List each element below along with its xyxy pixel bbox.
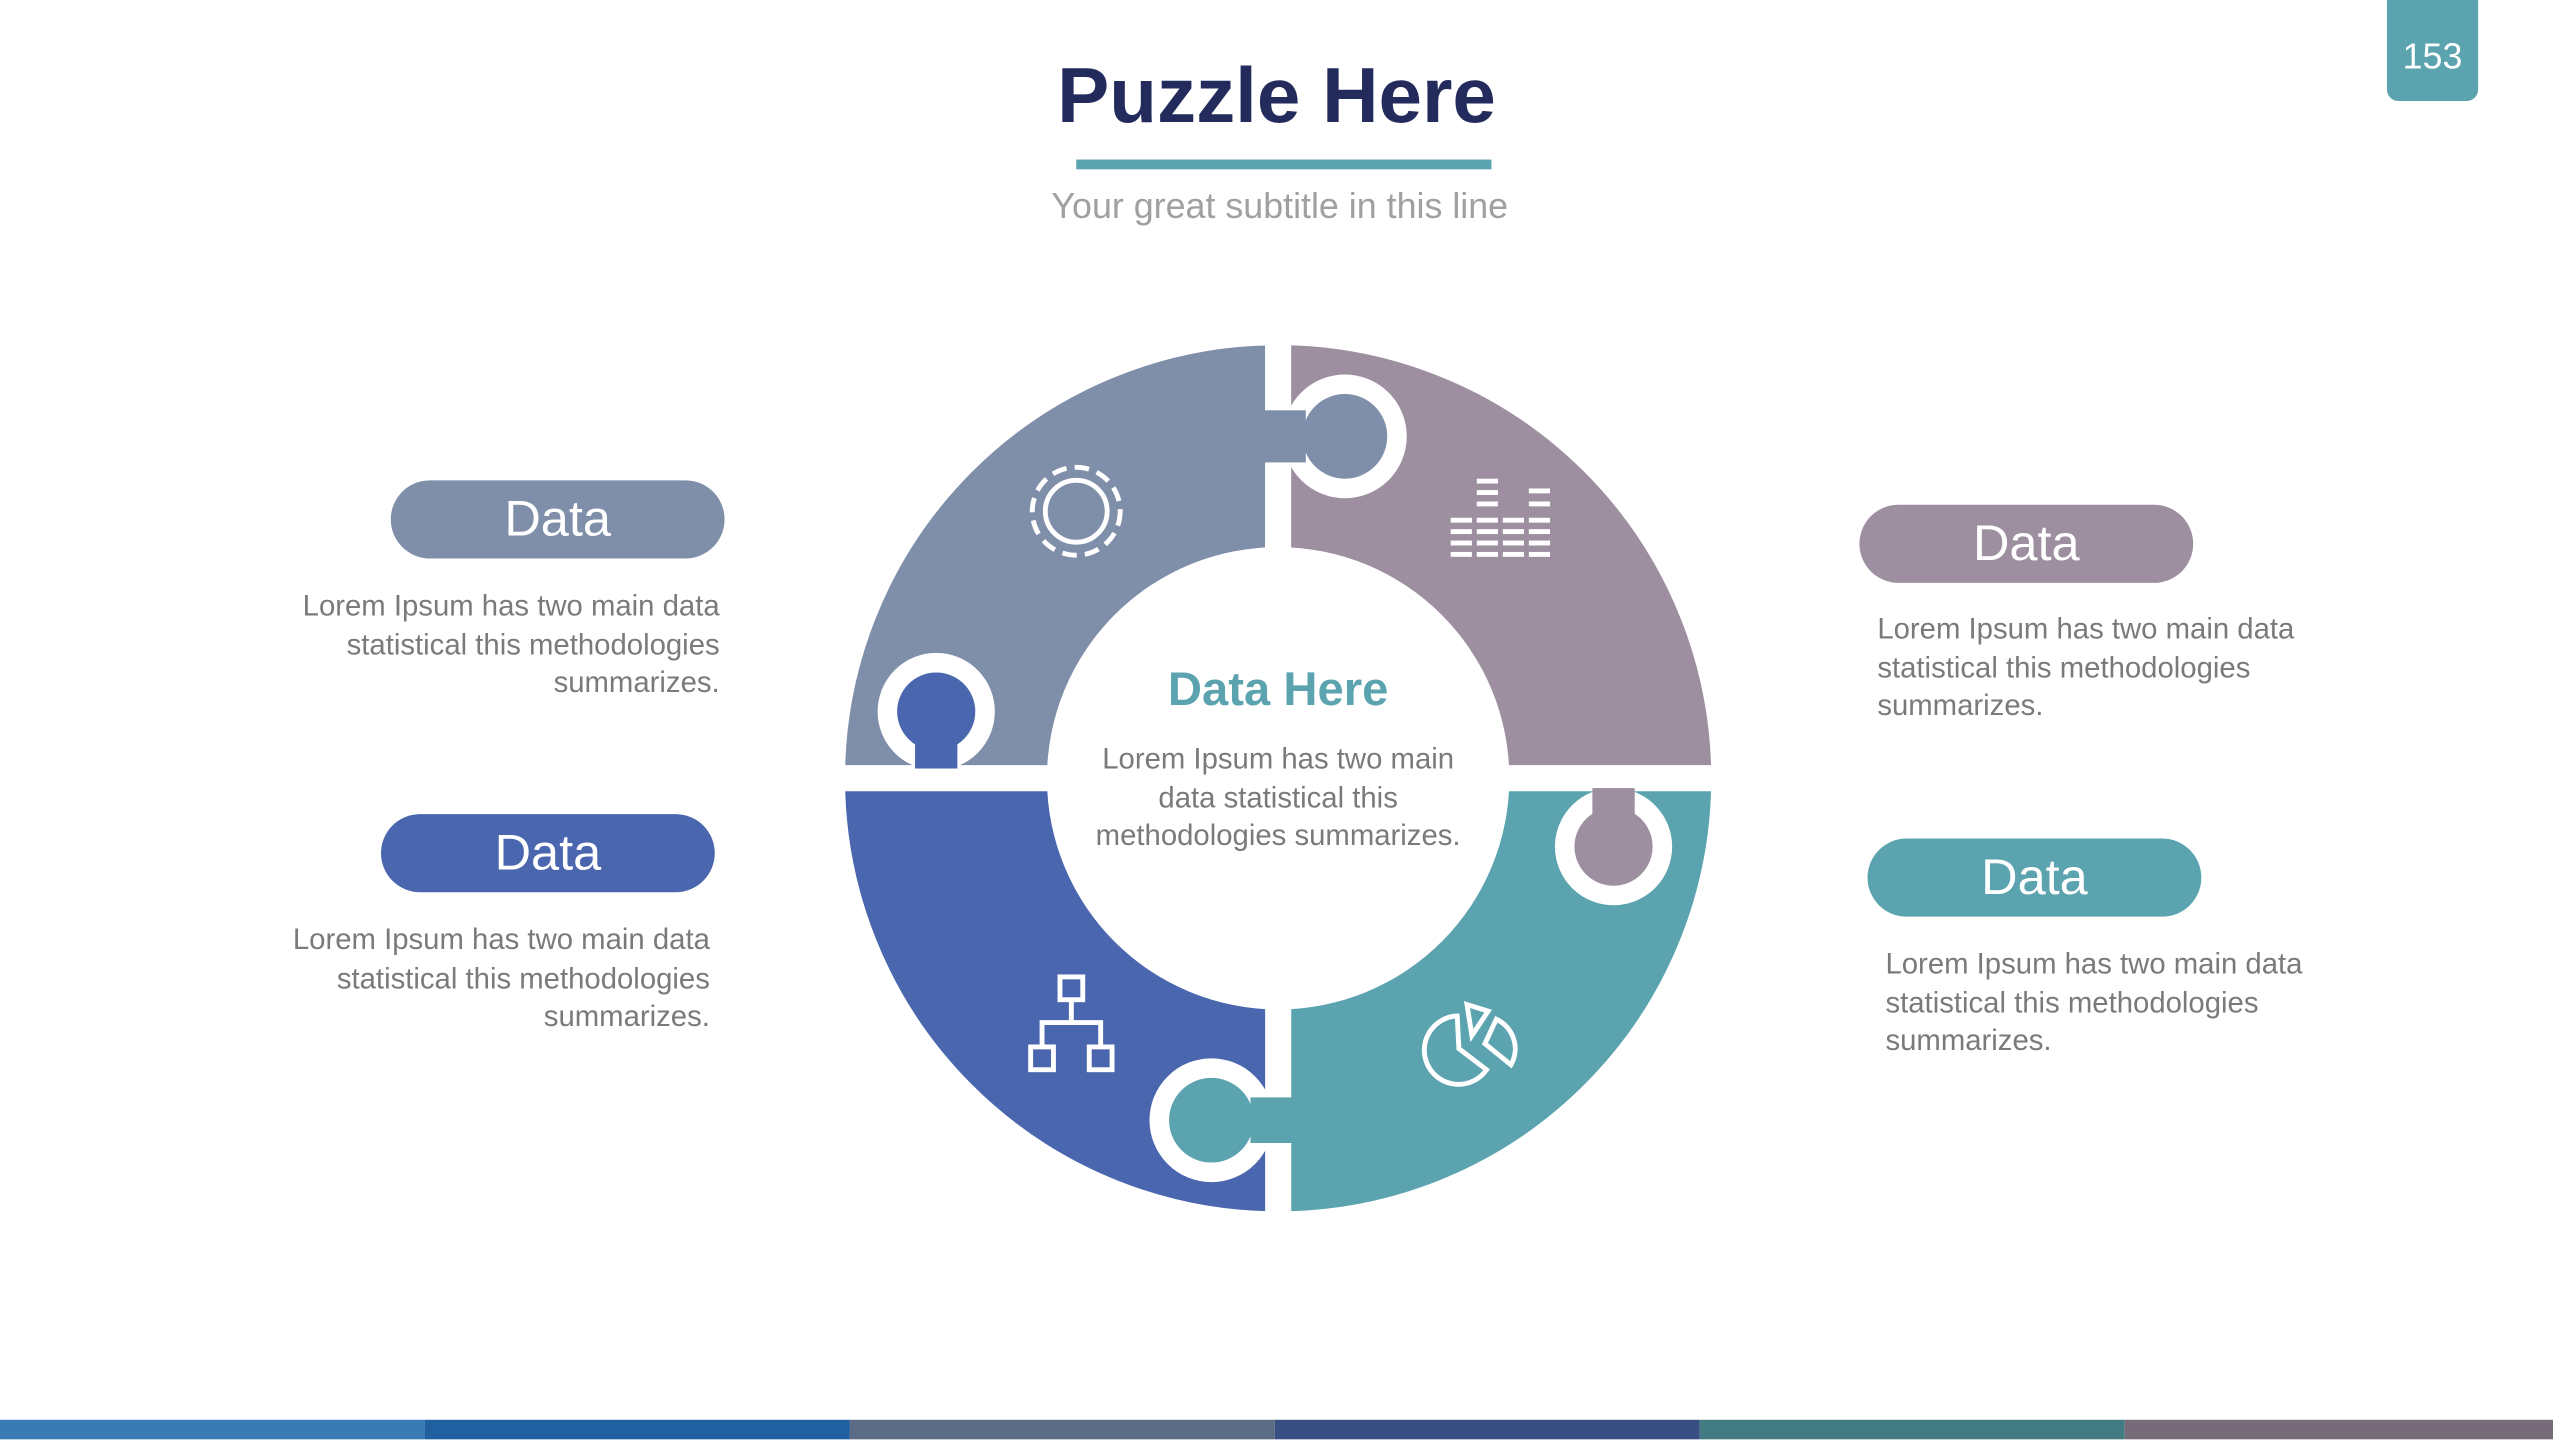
footer-bar-segment [0,1419,426,1440]
page-subtitle: Your great subtitle in this line [1051,185,1509,227]
puzzle-knob-top [1283,374,1407,499]
center-circle [1046,547,1510,1010]
description-top-right: Lorem Ipsum has two main data statistica… [1877,612,2295,722]
footer-bar-segment [849,1419,1276,1440]
data-pill-bottom-right: Data [1867,838,2202,917]
page-number-badge: 153 [2386,0,2479,101]
center-description: Lorem Ipsum has two main data statistica… [1095,742,1461,852]
pie-chart-icon [1421,1001,1518,1087]
data-pill-top-left: Data [390,480,725,559]
puzzle-knob-bottom [1149,1058,1274,1183]
center-title: Data Here [1167,664,1389,717]
description-bottom-right: Lorem Ipsum has two main data statistica… [1885,947,2303,1057]
gear-icon [1029,464,1123,558]
data-pill-top-right: Data [1859,504,2194,583]
description-top-left: Lorem Ipsum has two main data statistica… [302,589,720,699]
bar-chart-icon [1450,478,1551,557]
footer-bar-segment [1699,1419,2126,1440]
page-title: Puzzle Here [1057,53,1496,141]
footer-bar-segment [1274,1419,1701,1440]
footer-bar-segment [2124,1419,2553,1440]
title-underline [1076,159,1492,170]
description-bottom-left: Lorem Ipsum has two main data statistica… [292,923,710,1033]
hierarchy-icon [1028,974,1115,1073]
data-pill-bottom-left: Data [380,814,715,893]
footer-bar-segment [424,1419,851,1440]
